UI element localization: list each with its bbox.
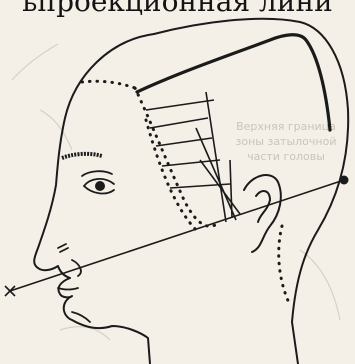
pupil	[95, 181, 105, 191]
faded-line-2: зоны затылочной	[236, 135, 337, 148]
hairline-top-thick	[137, 35, 330, 130]
faded-background-text: Верхняя граница зоны затылочной части го…	[236, 120, 337, 163]
ear	[244, 175, 281, 252]
projection-line-end-dot	[340, 176, 349, 185]
faded-line-3: части головы	[247, 150, 325, 163]
hatch-lines	[146, 92, 240, 222]
eye	[82, 171, 114, 193]
head-outline	[34, 34, 298, 364]
faded-line-1: Верхняя граница	[236, 120, 336, 133]
eyebrow	[62, 154, 102, 158]
projection-line-start-cross	[5, 286, 15, 296]
projection-line	[5, 176, 349, 297]
